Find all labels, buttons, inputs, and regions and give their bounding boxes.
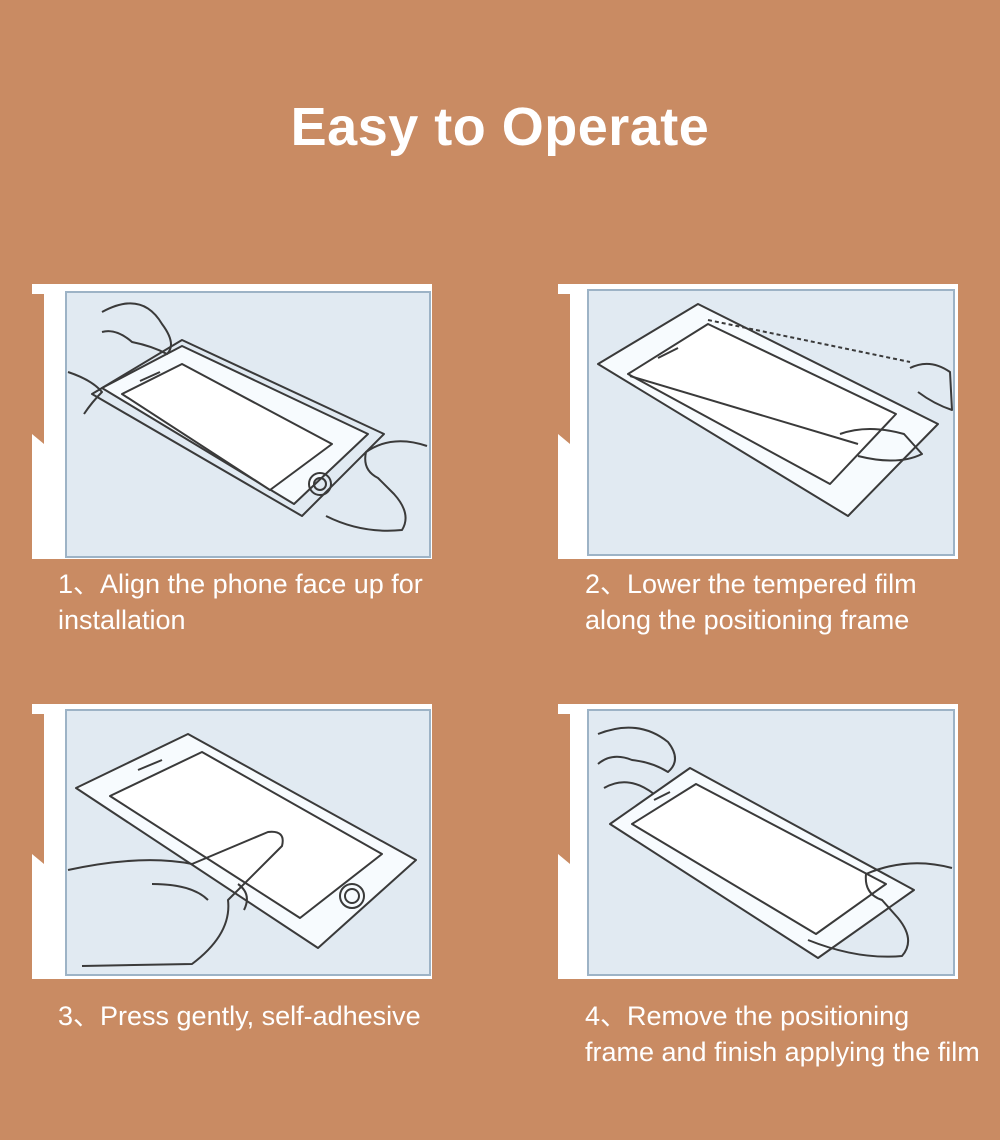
step-4-illustration [558, 704, 958, 979]
step-1-caption: 1、Align the phone face up for installati… [58, 569, 423, 635]
page-title: Easy to Operate [290, 97, 710, 157]
step-1-illustration [32, 284, 432, 559]
step-4-caption: 4、Remove the positioning frame and finis… [585, 1001, 980, 1067]
step-3-caption: 3、Press gently, self-adhesive [58, 1001, 421, 1031]
step-2-caption: 2、Lower the tempered film along the posi… [585, 569, 917, 635]
step-2-illustration [558, 284, 958, 559]
step-3-illustration [32, 704, 432, 979]
